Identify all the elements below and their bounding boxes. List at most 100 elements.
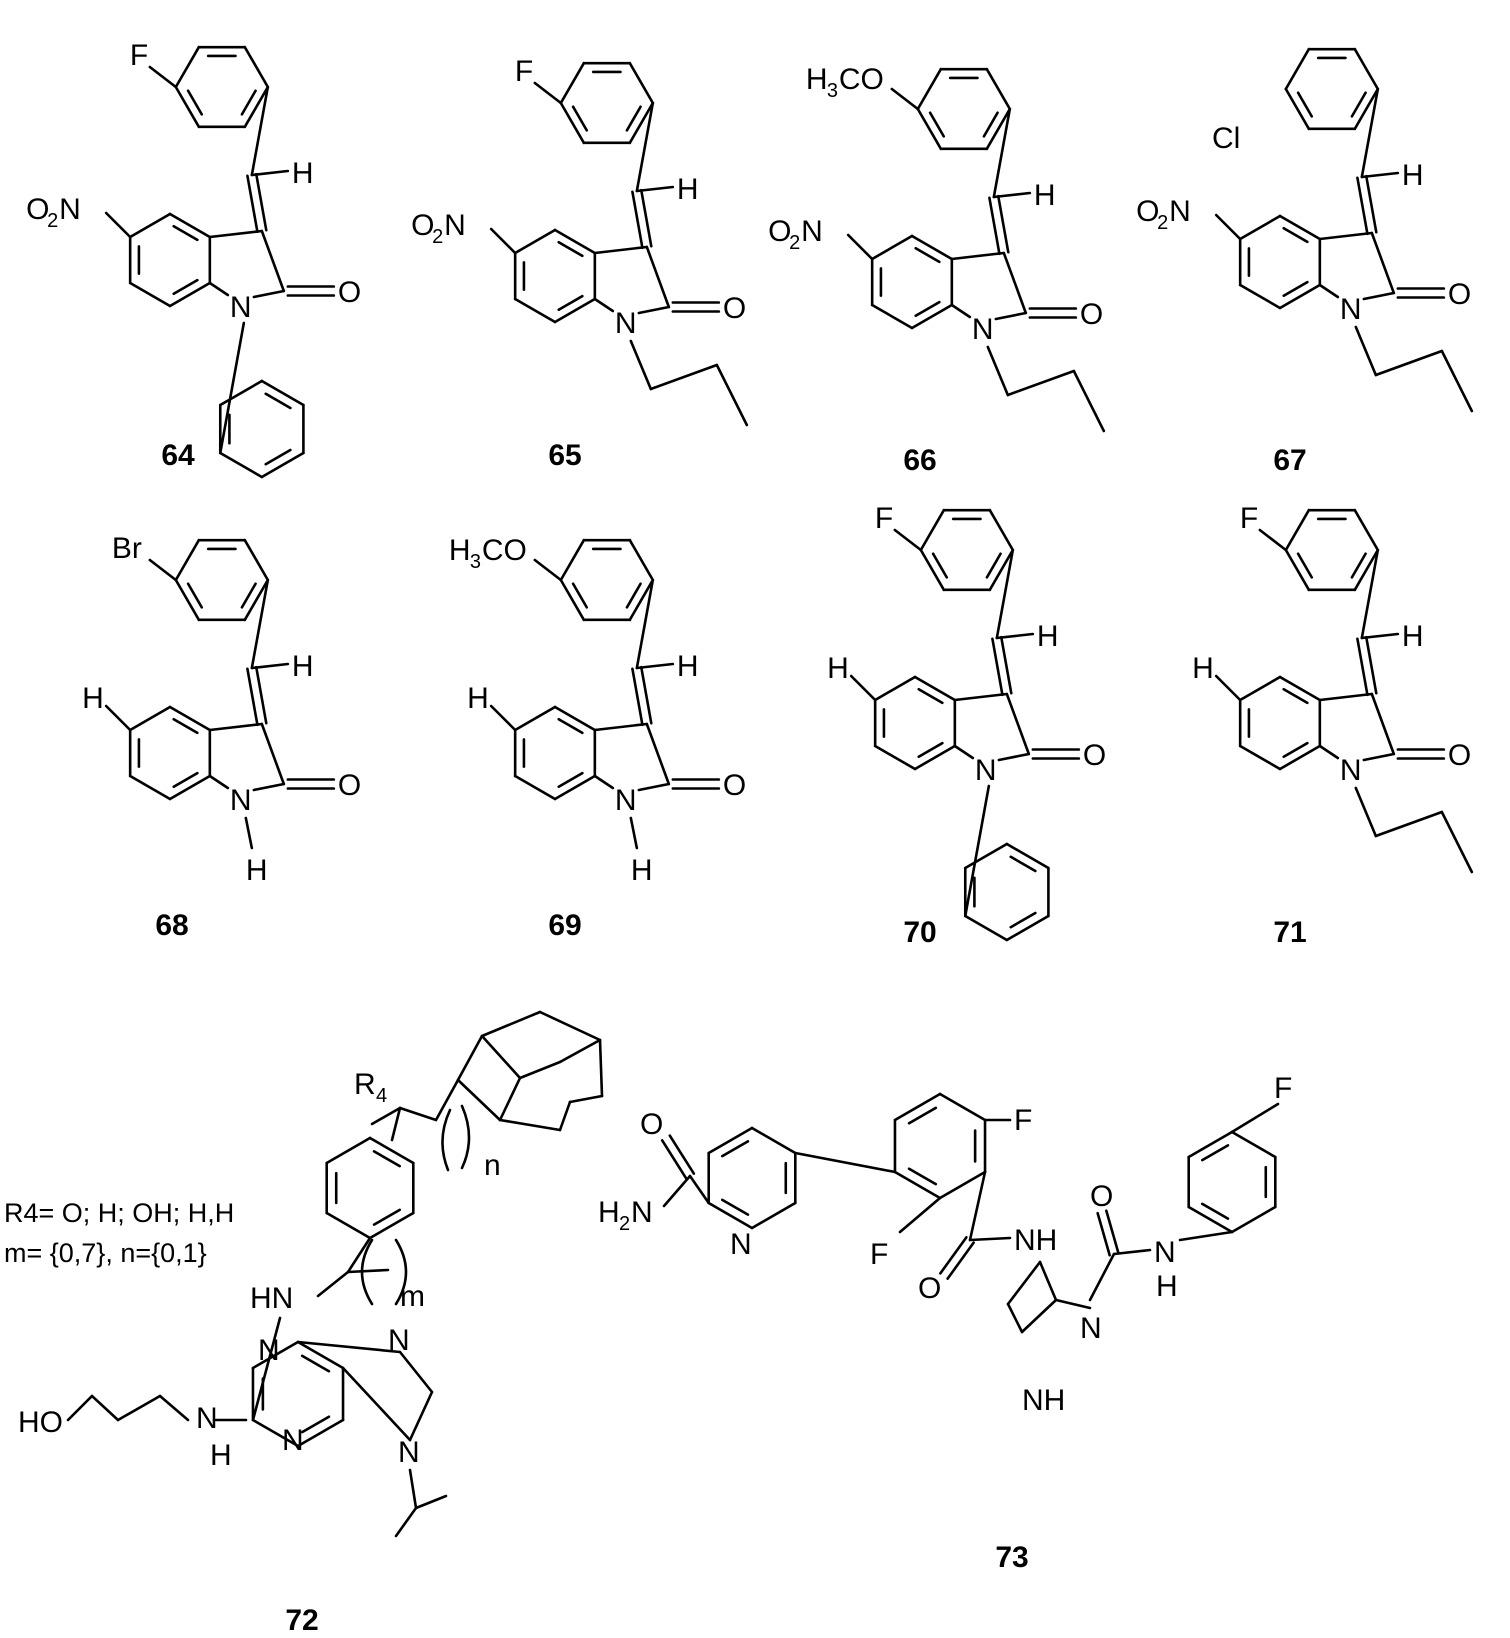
benzyl-ring-72 — [368, 1136, 415, 1165]
pyrrole-bond — [593, 245, 649, 255]
aryl-ring — [243, 45, 270, 89]
propyl-chain — [629, 339, 653, 391]
aryl-ring — [243, 85, 270, 129]
vinyl-bond — [1364, 174, 1378, 234]
aryl-ring — [931, 552, 949, 579]
amide2-nh-h: H — [1156, 1270, 1178, 1303]
imidazole — [341, 1366, 412, 1442]
aryl-ring — [559, 578, 586, 622]
c5-h: H — [82, 682, 104, 715]
pyrrole-bond — [994, 311, 1028, 321]
pyrrole-bond — [1370, 231, 1396, 295]
benzo-ring — [172, 278, 199, 296]
benzo-ring — [873, 675, 917, 702]
amide-nh2-sub: 2 — [619, 1213, 630, 1235]
aryl-link — [995, 548, 1015, 640]
nitro-a: O — [768, 215, 791, 248]
isopropyl — [414, 1494, 448, 1510]
c5-bond — [489, 227, 517, 255]
vinyl-bond — [1356, 637, 1369, 697]
benzo-ring — [557, 717, 584, 735]
pyridine-n: N — [730, 1228, 752, 1261]
benzo-ring — [553, 705, 597, 732]
pyrazole — [1038, 1260, 1058, 1302]
pyrrole-bond — [637, 305, 671, 315]
para-bond — [893, 528, 923, 552]
vinyl-h: H — [1037, 620, 1059, 653]
ortho-cl: Cl — [1212, 122, 1240, 155]
fluorophenyl-ring — [1200, 1144, 1230, 1162]
biaryl-bond — [794, 1151, 897, 1174]
compound-number-64: 64 — [161, 439, 195, 472]
fluorophenyl-ring — [1187, 1205, 1234, 1234]
aryl-ring — [988, 548, 1015, 592]
carbonyl-73 — [939, 1236, 968, 1275]
purine-n1: N — [258, 1334, 280, 1367]
aryl-ring — [559, 538, 586, 582]
adamantane — [480, 1034, 522, 1080]
vinyl-h: H — [292, 650, 314, 683]
c5-h: H — [1192, 652, 1214, 685]
amide2-co — [1096, 1211, 1111, 1257]
benzo-ring — [553, 228, 597, 255]
para-f: F — [130, 39, 148, 72]
nh-bond — [629, 816, 639, 850]
aryl-ring — [571, 582, 589, 609]
adamantane — [498, 1076, 522, 1122]
f-bond — [898, 1196, 942, 1234]
n-phenyl-ring — [963, 914, 1009, 942]
para-bond — [890, 87, 920, 111]
benzo-ring — [910, 234, 954, 261]
vinyl-bond — [639, 188, 653, 248]
nitro-a: O — [26, 193, 49, 226]
aryl-ring — [559, 101, 586, 145]
ring-n: N — [1340, 754, 1362, 787]
adamantane — [538, 1010, 602, 1042]
nh-73: NH — [1014, 1224, 1057, 1257]
aryl-ring — [174, 578, 201, 622]
c2-n: N — [196, 1402, 218, 1435]
nitro-b: N — [1169, 195, 1191, 228]
nitro-b: N — [801, 215, 823, 248]
propyl-chain — [986, 345, 1010, 397]
aryl-ring — [1350, 91, 1367, 118]
pyrrole-bond — [1318, 283, 1340, 299]
nitro-sub: 2 — [47, 210, 58, 232]
aryl-link — [250, 578, 270, 670]
vinyl-bond — [988, 196, 1001, 256]
benzo-ring — [873, 744, 917, 771]
vinyl-h: H — [292, 157, 314, 190]
pyridine-ring — [750, 1201, 797, 1230]
carbonyl-73 — [946, 1241, 975, 1280]
pyrrole-bond — [1318, 744, 1340, 760]
amide2-n — [1112, 1248, 1152, 1256]
propyl-chain — [1374, 810, 1444, 838]
vinyl-bond — [991, 637, 1004, 697]
c5-h: H — [827, 652, 849, 685]
benzo-ring — [172, 224, 199, 242]
aryl-ring — [1296, 552, 1314, 579]
vinyl-bond — [631, 667, 644, 727]
f-upper: F — [1014, 1104, 1032, 1137]
benzo-ring — [172, 717, 199, 735]
r4-note: R4= O; H; OH; H,H — [4, 1198, 234, 1228]
bond-lines — [66, 45, 1474, 1538]
n-phenyl-ring — [218, 451, 264, 479]
nitro-sub: 2 — [789, 232, 800, 254]
pyrrole-bond — [593, 774, 615, 790]
linker-72 — [390, 1106, 402, 1142]
aryl-link — [1360, 548, 1380, 640]
vinyl-bond — [999, 635, 1013, 695]
benzo-ring — [1238, 675, 1282, 702]
benzo-ring — [1282, 226, 1309, 244]
amide2-co — [1105, 1209, 1120, 1255]
para-bond — [148, 65, 178, 89]
pyrrole-bond — [1002, 251, 1028, 315]
n-phenyl-ring — [1005, 842, 1050, 870]
n-phenyl-ring — [264, 392, 292, 410]
aryl-ring — [186, 89, 204, 116]
vinyl-h-bond — [250, 169, 290, 177]
r4-sub: 4 — [376, 1085, 387, 1107]
vinyl-h: H — [677, 173, 699, 206]
aryl-ring — [1284, 548, 1311, 592]
